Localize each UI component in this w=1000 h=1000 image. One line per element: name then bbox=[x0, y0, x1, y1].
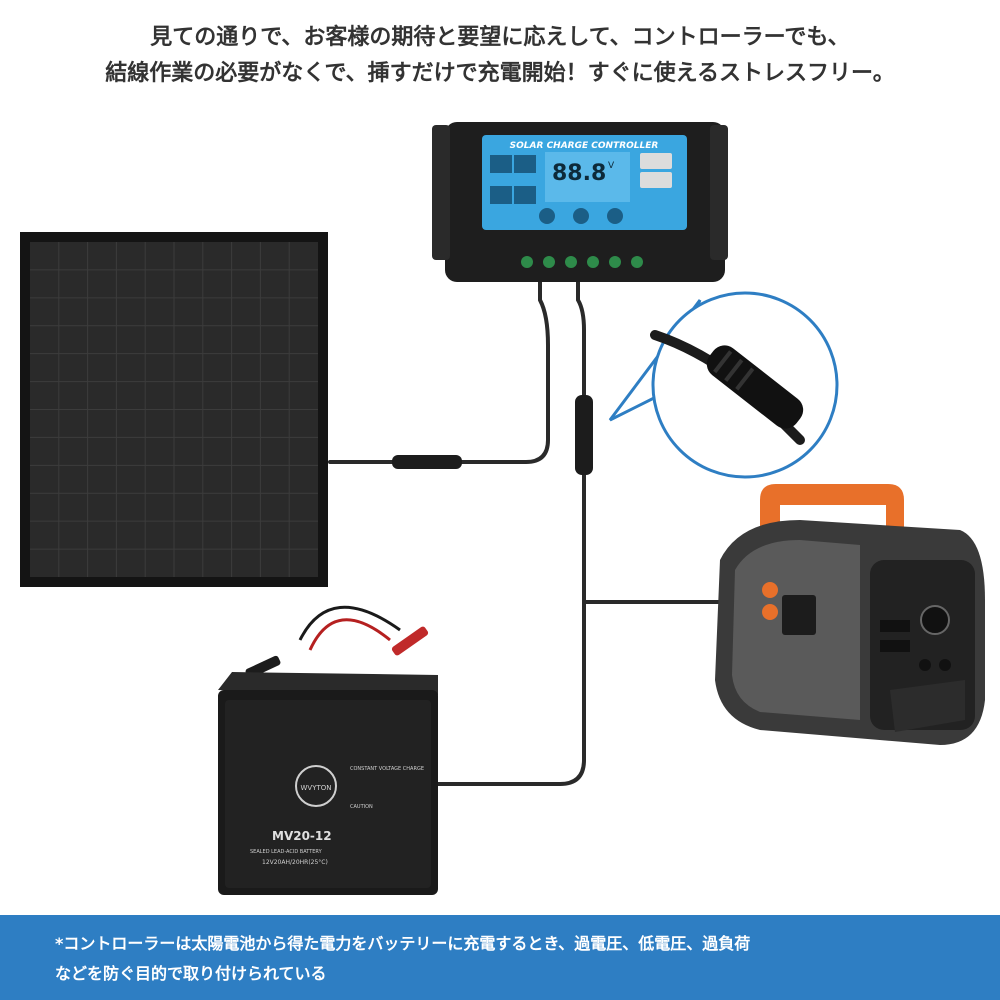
controller-display-value: 88.8 bbox=[552, 161, 606, 186]
solar-panel bbox=[20, 232, 328, 587]
solar-panel-cells bbox=[30, 242, 318, 577]
footer-banner: *コントローラーは太陽電池から得た電力をバッテリーに充電するとき、過電圧、低電圧… bbox=[0, 915, 1000, 1000]
footer-note: *コントローラーは太陽電池から得た電力をバッテリーに充電するとき、過電圧、低電圧… bbox=[55, 929, 975, 989]
usb-port-1 bbox=[640, 153, 672, 169]
controller-display-unit: V bbox=[608, 161, 615, 171]
connector-zoom-bubble bbox=[608, 291, 839, 479]
usb-port-2 bbox=[640, 172, 672, 188]
lead-acid-battery: WVYTON MV20-12 SEALED LEAD-ACID BATTERY … bbox=[218, 605, 438, 895]
battery-rating: 12V20AH/20HR(25°C) bbox=[262, 859, 328, 866]
battery-logo bbox=[295, 765, 337, 807]
battery-type: SEALED LEAD-ACID BATTERY bbox=[250, 849, 323, 855]
red-clip bbox=[391, 626, 429, 656]
controller-button-1 bbox=[539, 208, 555, 224]
charge-controller: SOLAR CHARGE CONTROLLER 88.8 V bbox=[432, 122, 728, 282]
footer-line-2: などを防ぐ目的で取り付けられている bbox=[55, 964, 327, 983]
heading-line-1: 見ての通りで、お客様の期待と要望に応えして、コントローラーでも、 bbox=[150, 25, 850, 50]
cable-panel bbox=[328, 278, 550, 464]
controller-title: SOLAR CHARGE CONTROLLER bbox=[510, 141, 659, 151]
footer-line-1: *コントローラーは太陽電池から得た電力をバッテリーに充電するとき、過電圧、低電圧… bbox=[55, 934, 751, 953]
panel-connector bbox=[392, 455, 462, 469]
portable-power-station bbox=[715, 484, 985, 745]
controller-terminals bbox=[521, 256, 643, 268]
controller-button-3 bbox=[607, 208, 623, 224]
battery-caution: CAUTION bbox=[350, 804, 373, 810]
controller-button-2 bbox=[573, 208, 589, 224]
heading-line-2: 結線作業の必要がなくで、挿すだけで充電開始！すぐに使えるストレスフリー。 bbox=[105, 61, 895, 86]
battery-model: MV20-12 bbox=[272, 829, 332, 843]
inline-connector bbox=[575, 395, 593, 475]
battery-charge-title: CONSTANT VOLTAGE CHARGE bbox=[350, 766, 424, 772]
battery-brand: WVYTON bbox=[300, 784, 331, 792]
controller-icon-4 bbox=[514, 186, 536, 204]
heading: 見ての通りで、お客様の期待と要望に応えして、コントローラーでも、 結線作業の必要… bbox=[0, 20, 1000, 92]
controller-icon-3 bbox=[490, 186, 512, 204]
cable-battery bbox=[428, 428, 586, 786]
controller-icon-2 bbox=[514, 155, 536, 173]
controller-icon-1 bbox=[490, 155, 512, 173]
